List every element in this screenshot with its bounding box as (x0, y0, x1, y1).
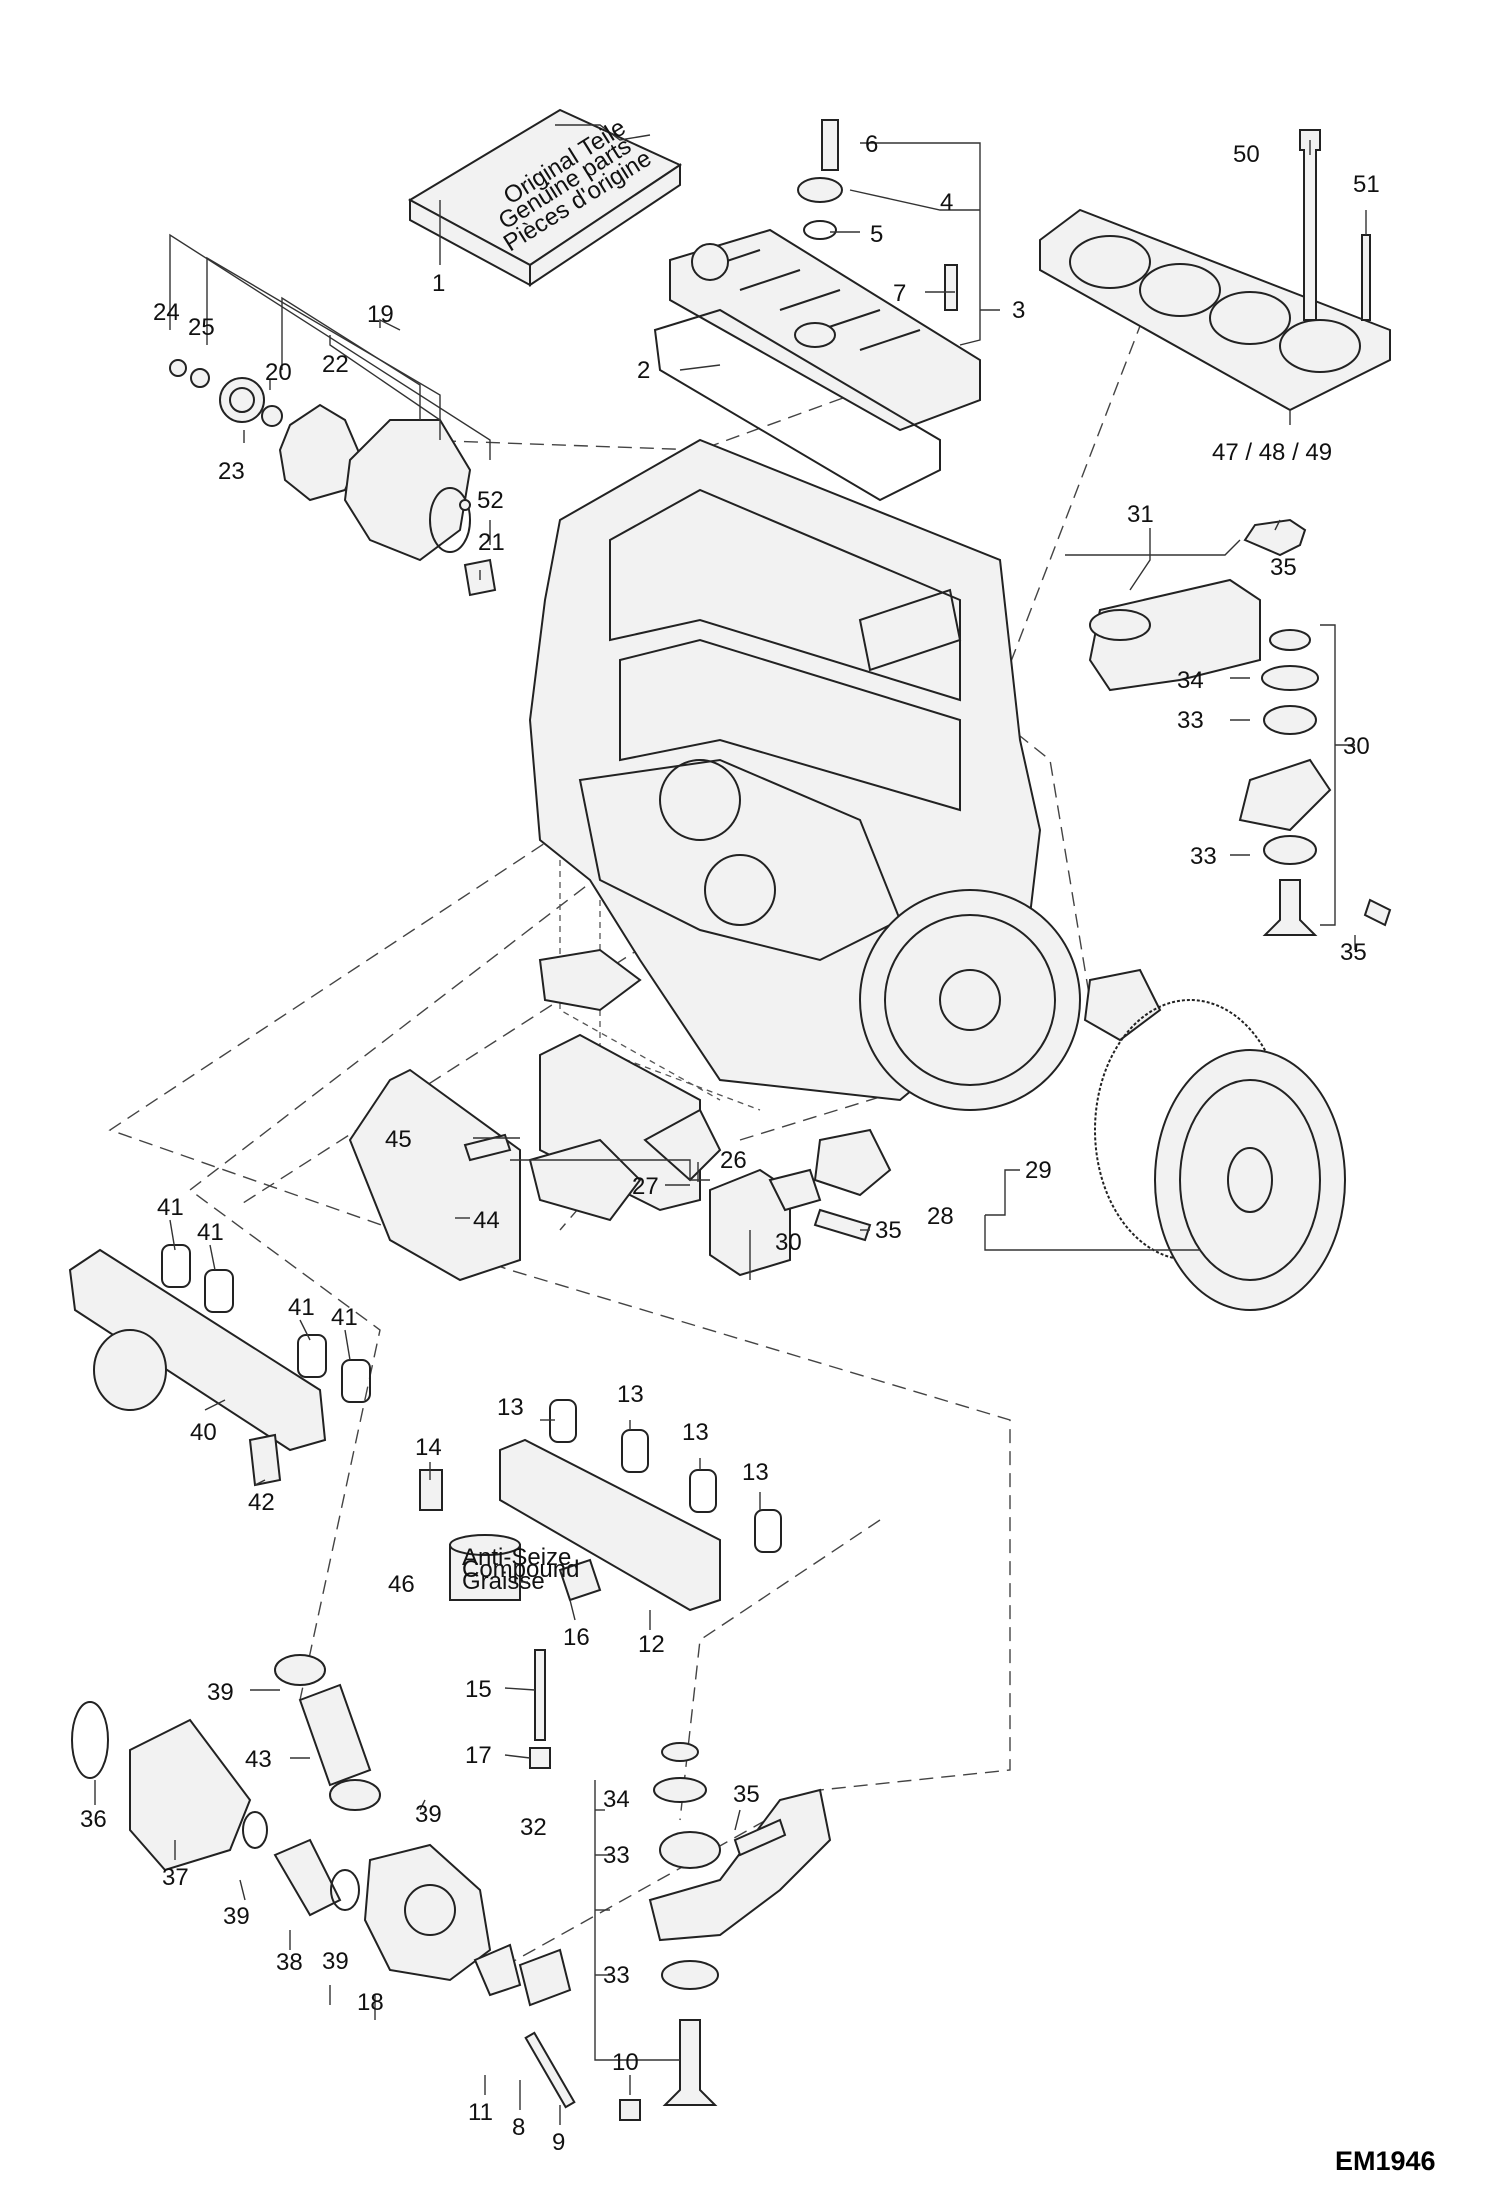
callout-28: 28 (927, 1203, 954, 1230)
callout-13-c: 13 (682, 1419, 709, 1446)
callout-52: 52 (477, 487, 504, 514)
callout-33-d: 33 (603, 1962, 630, 1989)
callout-41-d: 41 (331, 1304, 358, 1331)
callout-16: 16 (563, 1624, 590, 1651)
callout-41-c: 41 (288, 1294, 315, 1321)
sealant-text-line-2: Compound (462, 1556, 579, 1583)
callout-27: 27 (632, 1173, 659, 1200)
callout-5: 5 (870, 221, 883, 248)
callout-30-a: 30 (1343, 733, 1370, 760)
callout-21: 21 (478, 529, 505, 556)
engine-block (528, 438, 1162, 1197)
sealant-text-line-1: Anti-Seize (462, 1544, 571, 1571)
callout-50: 50 (1233, 141, 1260, 168)
callout-35-a: 35 (1270, 554, 1297, 581)
callout-31: 31 (1127, 501, 1154, 528)
callout-17: 17 (465, 1742, 492, 1769)
flywheel (1094, 999, 1346, 1311)
callout-43: 43 (245, 1746, 272, 1773)
callout-35-b: 35 (1340, 939, 1367, 966)
callout-14: 14 (415, 1434, 442, 1461)
callout-3: 3 (1012, 297, 1025, 324)
callout-26: 26 (720, 1147, 747, 1174)
callout-35-d: 35 (733, 1781, 760, 1808)
engine-mount-front (709, 1168, 872, 1277)
callout-8: 8 (512, 2114, 525, 2141)
callout-35-c: 35 (875, 1217, 902, 1244)
callout-11: 11 (468, 2099, 493, 2126)
starter-motor (348, 1033, 722, 1282)
valve-cover (653, 119, 981, 502)
callout-44: 44 (473, 1207, 500, 1234)
callout-38: 38 (276, 1949, 303, 1976)
head-gasket (1039, 129, 1391, 412)
callout-leaders (94, 140, 1367, 2125)
callout-9: 9 (552, 2129, 565, 2156)
callout-19: 19 (367, 301, 394, 328)
callout-18: 18 (357, 1989, 384, 2016)
callout-46: 46 (388, 1571, 415, 1598)
callout-22: 22 (322, 351, 349, 378)
callout-13-a: 13 (497, 1394, 524, 1421)
callout-40: 40 (190, 1419, 217, 1446)
callout-32: 32 (520, 1814, 547, 1841)
callout-12: 12 (638, 1631, 665, 1658)
callout-4: 4 (940, 189, 953, 216)
callout-10: 10 (612, 2049, 639, 2076)
callout-41-b: 41 (197, 1219, 224, 1246)
callout-39-b: 39 (415, 1801, 442, 1828)
callout-23: 23 (218, 458, 245, 485)
callout-34-a: 34 (1177, 667, 1204, 694)
callout-30-b: 30 (775, 1229, 802, 1256)
callout-33-c: 33 (603, 1842, 630, 1869)
callout-34-b: 34 (603, 1786, 630, 1813)
callout-39-a: 39 (207, 1679, 234, 1706)
callout-29: 29 (1025, 1157, 1052, 1184)
callout-39-c: 39 (223, 1903, 250, 1930)
callout-42: 42 (248, 1489, 275, 1516)
drawing-code: EM1946 (1335, 2146, 1436, 2176)
callout-51: 51 (1353, 171, 1380, 198)
engine-mount-rear (648, 1742, 832, 2106)
callout-24: 24 (153, 299, 180, 326)
callout-25: 25 (188, 314, 215, 341)
parts-package: Original Teile Genuine parts Pièces d'or… (407, 108, 683, 287)
callout-6: 6 (865, 131, 878, 158)
engine-mount-right (1088, 518, 1392, 936)
callout-37: 37 (162, 1864, 189, 1891)
callout-47-48-49: 47 / 48 / 49 (1212, 439, 1332, 466)
callout-20: 20 (265, 359, 292, 386)
callout-7: 7 (893, 280, 906, 307)
turbocharger (71, 1654, 641, 2121)
callout-36: 36 (80, 1806, 107, 1833)
callout-39-d: 39 (322, 1948, 349, 1975)
alternator (169, 359, 497, 597)
callout-2: 2 (637, 357, 650, 384)
intake-manifold: Anti-Seize Compound Graisse (419, 1399, 782, 1769)
sealant-text-line-3: Graisse (462, 1568, 545, 1595)
callout-33-b: 33 (1190, 843, 1217, 870)
callout-33-a: 33 (1177, 707, 1204, 734)
callout-45: 45 (385, 1126, 412, 1153)
exhaust-manifold (68, 1244, 371, 1487)
callout-13-b: 13 (617, 1381, 644, 1408)
callout-41-a: 41 (157, 1194, 184, 1221)
callout-13-d: 13 (742, 1459, 769, 1486)
callout-labels: 1 2 3 4 5 6 7 8 9 10 11 12 13 13 13 13 1… (80, 131, 1380, 2156)
callout-1: 1 (432, 270, 445, 297)
callout-15: 15 (465, 1676, 492, 1703)
